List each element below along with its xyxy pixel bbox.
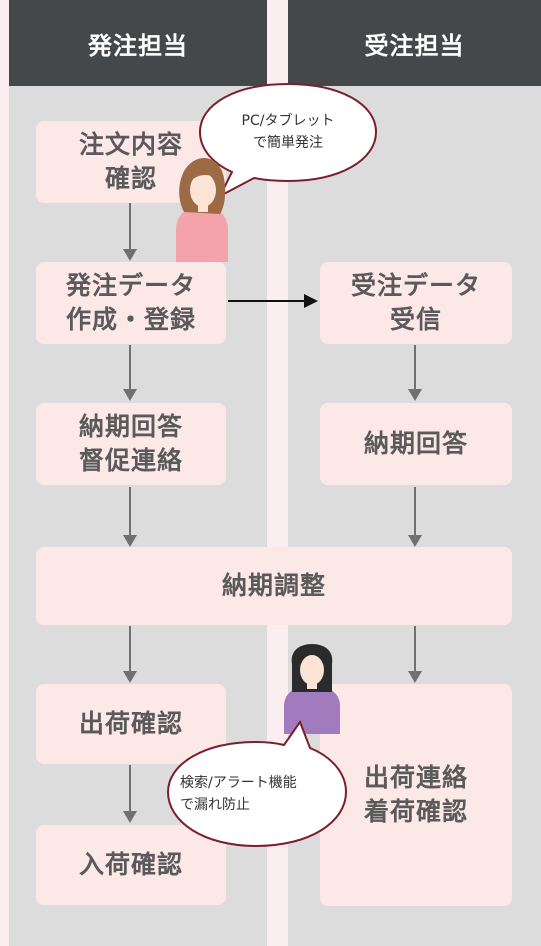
lane-title-receiving: 受注担当 <box>288 0 541 86</box>
box-delivery-adjust: 納期調整 <box>36 547 512 625</box>
box-delivery-reply-request: 納期回答督促連絡 <box>36 403 226 485</box>
woman-brown-hair-icon <box>176 158 228 262</box>
woman-black-hair-icon <box>284 644 340 734</box>
bubble-text-bottom: 検索/アラート機能で漏れ防止 <box>180 775 297 813</box>
box-delivery-reply: 納期回答 <box>320 403 512 485</box>
box-create-order: 発注データ作成・登録 <box>36 262 226 344</box>
speech-bubble-top <box>198 82 378 199</box>
box-ship-confirm: 出荷確認 <box>36 684 226 764</box>
box-receive-order: 受注データ受信 <box>320 262 512 344</box>
lane-title-ordering: 発注担当 <box>9 0 267 86</box>
box-receive-confirm: 入荷確認 <box>36 825 226 905</box>
arrow-head <box>123 249 137 261</box>
speech-bubble-bottom <box>166 719 348 848</box>
box-ship-notify: 出荷連絡着荷確認 <box>320 684 512 906</box>
bubble-text-top: PC/タブレットで簡単発注 <box>241 113 335 151</box>
